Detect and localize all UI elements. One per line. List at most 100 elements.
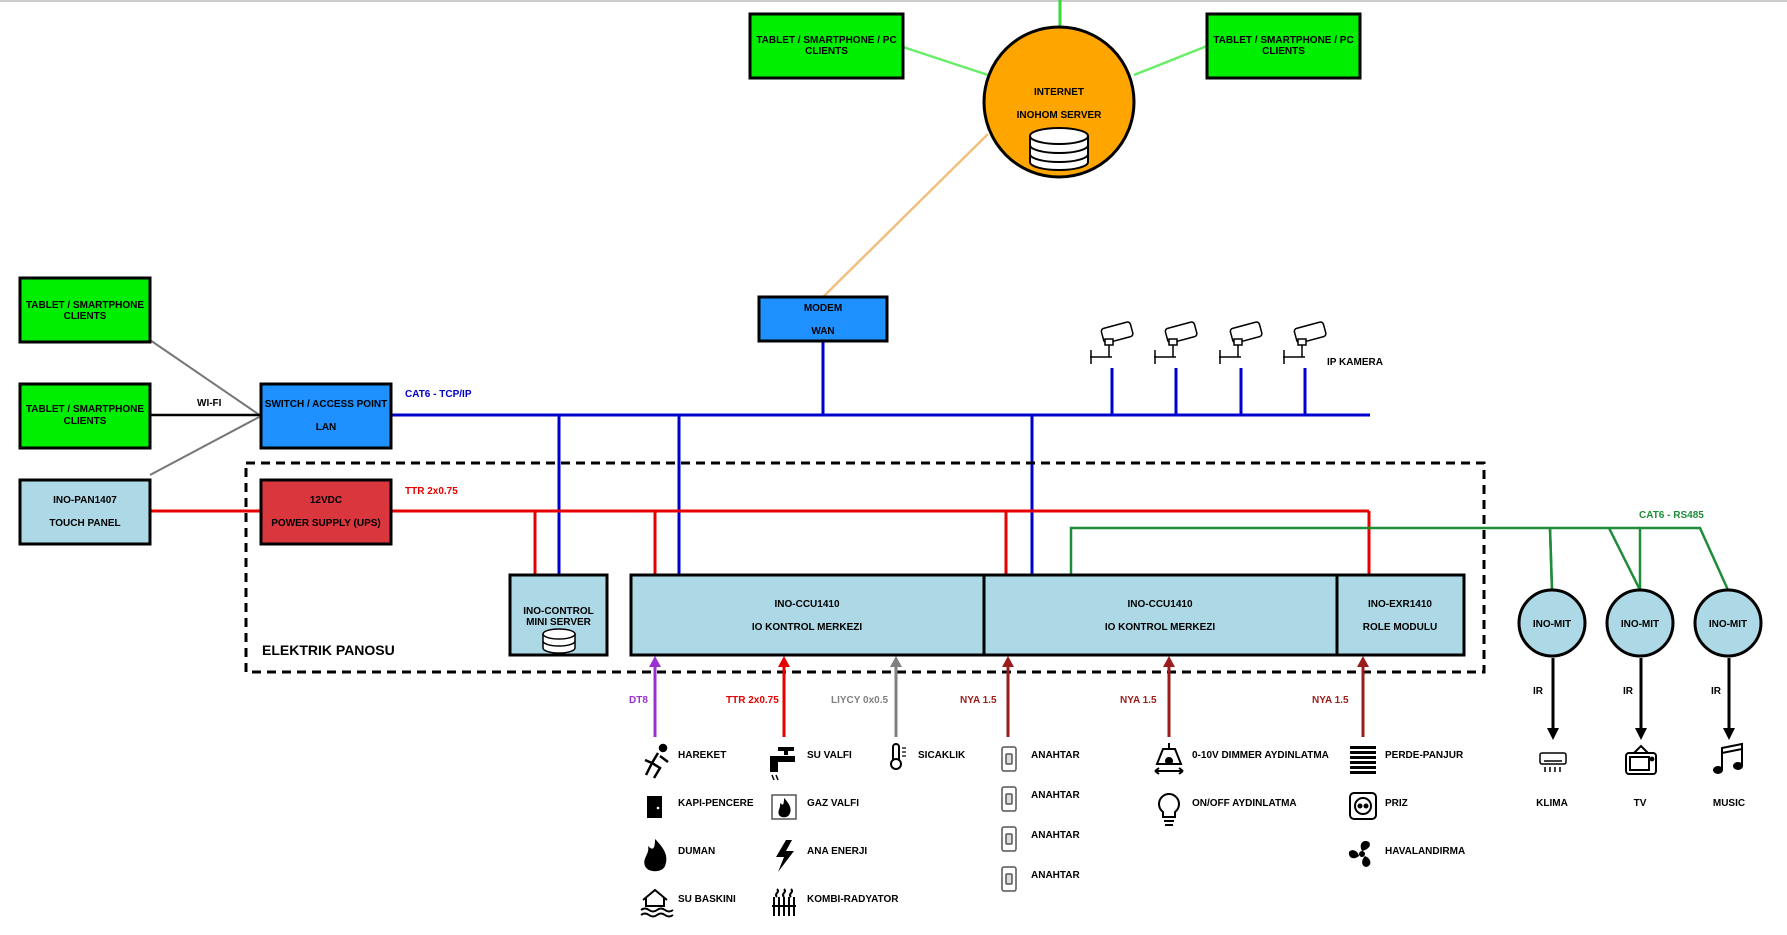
link-client1-switch bbox=[149, 339, 262, 417]
clients-top-left-line1: TABLET / SMARTPHONE / PC bbox=[756, 35, 896, 46]
bulb-icon bbox=[1158, 792, 1180, 826]
mit-2-label: INO-MIT bbox=[1621, 619, 1659, 630]
ir-label-1: IR bbox=[1533, 686, 1544, 697]
mini-server-line2: MINI SERVER bbox=[526, 617, 592, 628]
clients-left-2-line2: CLIENTS bbox=[64, 416, 107, 427]
device-onoff-label: ON/OFF AYDINLATMA bbox=[1192, 798, 1297, 809]
mini-server-line1: INO-CONTROL bbox=[523, 606, 594, 617]
internet-server-node[interactable]: INTERNET INOHOM SERVER bbox=[982, 25, 1136, 179]
ir-arrows bbox=[1547, 658, 1735, 740]
socket-icon bbox=[1349, 792, 1377, 820]
liycy-label: LIYCY 0x0.5 bbox=[831, 695, 889, 706]
cat6-rs485-label: CAT6 - RS485 bbox=[1639, 510, 1704, 521]
lightning-icon bbox=[776, 840, 794, 872]
relay-module[interactable]: INO-EXR1410 ROLE MODULU bbox=[1335, 573, 1466, 657]
tv-icon bbox=[1625, 744, 1657, 775]
ir-label-2: IR bbox=[1623, 686, 1634, 697]
door-icon bbox=[647, 796, 662, 818]
internet-line2: INOHOM SERVER bbox=[1017, 110, 1103, 121]
electrical-panel-label: ELEKTRIK PANOSU bbox=[262, 642, 395, 658]
device-perde-panjur-label: PERDE-PANJUR bbox=[1385, 750, 1464, 761]
camera-icon bbox=[1283, 321, 1327, 364]
clients-left-1-line2: CLIENTS bbox=[64, 311, 107, 322]
power-line2: POWER SUPPLY (UPS) bbox=[271, 518, 380, 529]
camera-icon bbox=[1090, 321, 1134, 364]
lan-bus bbox=[391, 341, 1370, 575]
device-hareket-label: HAREKET bbox=[678, 750, 726, 761]
clients-top-right-line1: TABLET / SMARTPHONE / PC bbox=[1213, 35, 1353, 46]
device-music-label: MUSIC bbox=[1713, 798, 1745, 809]
link-internet-modem bbox=[822, 133, 989, 298]
mit-1-label: INO-MIT bbox=[1533, 619, 1571, 630]
rs485-bus bbox=[1069, 526, 1730, 591]
database-icon bbox=[1029, 127, 1089, 171]
modem-node[interactable]: MODEM WAN bbox=[757, 295, 889, 343]
clients-top-left-line2: CLIENTS bbox=[805, 46, 848, 57]
device-havalandirma-label: HAVALANDIRMA bbox=[1385, 846, 1465, 857]
switch-icon bbox=[1001, 786, 1017, 812]
cat6-tcp-label: CAT6 - TCP/IP bbox=[405, 389, 472, 400]
mit-3-label: INO-MIT bbox=[1709, 619, 1747, 630]
switch-line1: SWITCH / ACCESS POINT bbox=[265, 399, 387, 410]
device-su-baskini-label: SU BASKINI bbox=[678, 894, 736, 905]
camera-icon bbox=[1219, 321, 1263, 364]
io-drop-lines bbox=[649, 656, 1369, 737]
exr-line2: ROLE MODULU bbox=[1363, 622, 1437, 633]
nya-label-2: NYA 1.5 bbox=[1120, 695, 1157, 706]
clients-left-1[interactable]: TABLET / SMARTPHONE CLIENTS bbox=[18, 276, 152, 344]
radiator-icon bbox=[772, 888, 796, 916]
ccu1-line1: INO-CCU1410 bbox=[774, 599, 839, 610]
ino-mit-1[interactable]: INO-MIT bbox=[1517, 588, 1587, 658]
air-conditioner-icon bbox=[1539, 752, 1567, 772]
touch-panel-line2: TOUCH PANEL bbox=[49, 518, 120, 529]
switch-icon bbox=[1001, 826, 1017, 852]
device-kapi-pencere-label: KAPI-PENCERE bbox=[678, 798, 754, 809]
camera-icon bbox=[1154, 321, 1198, 364]
touch-panel-line1: INO-PAN1407 bbox=[53, 495, 117, 506]
flood-icon bbox=[640, 888, 674, 918]
power-line1: 12VDC bbox=[310, 495, 342, 506]
device-anahtar-2-label: ANAHTAR bbox=[1031, 790, 1080, 801]
database-icon bbox=[542, 628, 576, 654]
ccu-module-2[interactable]: INO-CCU1410 IO KONTROL MERKEZI bbox=[982, 573, 1339, 657]
ino-mit-2[interactable]: INO-MIT bbox=[1605, 588, 1675, 658]
device-anahtar-3-label: ANAHTAR bbox=[1031, 830, 1080, 841]
ccu2-line2: IO KONTROL MERKEZI bbox=[1105, 622, 1216, 633]
device-labels: HAREKET KAPI-PENCERE DUMAN SU BASKINI SU… bbox=[678, 750, 1745, 905]
switch-icon bbox=[1001, 746, 1017, 772]
ir-label-3: IR bbox=[1711, 686, 1722, 697]
ccu2-line1: INO-CCU1410 bbox=[1127, 599, 1192, 610]
switch-node[interactable]: SWITCH / ACCESS POINT LAN bbox=[259, 382, 393, 450]
device-ana-enerji-label: ANA ENERJI bbox=[807, 846, 867, 857]
exr-line1: INO-EXR1410 bbox=[1368, 599, 1432, 610]
blinds-icon bbox=[1350, 746, 1376, 774]
flame-icon bbox=[644, 839, 667, 872]
device-kombi-radyator-label: KOMBI-RADYATOR bbox=[807, 894, 899, 905]
device-gaz-valfi-label: GAZ VALFI bbox=[807, 798, 859, 809]
music-icon bbox=[1713, 742, 1743, 774]
thermometer-icon bbox=[890, 743, 906, 770]
clients-top-left[interactable]: TABLET / SMARTPHONE / PC CLIENTS bbox=[748, 12, 905, 80]
nya-label-1: NYA 1.5 bbox=[960, 695, 997, 706]
mini-server-node[interactable]: INO-CONTROL MINI SERVER bbox=[508, 573, 609, 657]
device-dimmer-label: 0-10V DIMMER AYDINLATMA bbox=[1192, 750, 1329, 761]
dt8-label: DT8 bbox=[629, 695, 648, 706]
power-bus bbox=[150, 509, 1371, 575]
device-sicaklik-label: SICAKLIK bbox=[918, 750, 966, 761]
device-icons bbox=[640, 742, 1743, 918]
link-touchpanel-switch bbox=[149, 415, 262, 476]
clients-top-right[interactable]: TABLET / SMARTPHONE / PC CLIENTS bbox=[1205, 12, 1362, 80]
ip-camera-icons bbox=[1090, 321, 1327, 364]
power-supply-node[interactable]: 12VDC POWER SUPPLY (UPS) bbox=[259, 478, 393, 546]
clients-left-1-line1: TABLET / SMARTPHONE bbox=[26, 300, 144, 311]
clients-left-2-line1: TABLET / SMARTPHONE bbox=[26, 404, 144, 415]
switch-icon bbox=[1001, 866, 1017, 892]
ttr-io-label: TTR 2x0.75 bbox=[726, 695, 779, 706]
internet-line1: INTERNET bbox=[1034, 87, 1084, 98]
device-klima-label: KLIMA bbox=[1536, 798, 1568, 809]
ino-mit-3[interactable]: INO-MIT bbox=[1693, 588, 1763, 658]
clients-left-2[interactable]: TABLET / SMARTPHONE CLIENTS bbox=[18, 382, 152, 450]
ccu-module-1[interactable]: INO-CCU1410 IO KONTROL MERKEZI bbox=[629, 573, 986, 657]
modem-line2: WAN bbox=[811, 326, 834, 337]
touch-panel-node[interactable]: INO-PAN1407 TOUCH PANEL bbox=[18, 478, 152, 546]
